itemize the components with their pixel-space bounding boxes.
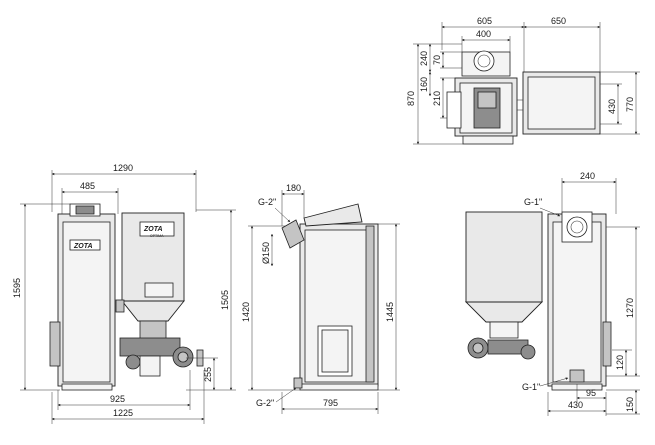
rear-auger-housing [489,321,519,339]
front-fan [125,354,141,370]
side-base [299,383,379,391]
front-flue-inner [75,205,95,215]
dim-485: 485 [80,181,95,191]
rear-flue-circle [566,216,588,238]
dim-795: 795 [323,398,338,408]
front-burner-box [139,355,161,377]
dim-95: 95 [586,388,596,398]
front-logo: ZOTA [73,243,93,250]
dim-400: 400 [476,29,491,39]
top-view: 605 650 400 870 240 70 160 210 770 [406,16,640,145]
front-hopper-funnel [121,300,185,322]
rear-side-door [602,321,612,367]
top-burner-window [477,91,497,109]
rear-hopper-top [465,211,543,303]
dim-180: 180 [286,183,301,193]
dim-430-top: 430 [607,99,617,114]
dim-1290: 1290 [113,163,133,173]
rear-hopper-funnel [464,301,544,323]
front-logo-plate [69,239,101,251]
top-hopper-inner [527,76,596,130]
top-base [462,135,514,145]
dim-240-rear: 240 [580,171,595,181]
dim-1420: 1420 [241,302,251,322]
dim-1270: 1270 [625,298,635,318]
rear-return-pipe [569,369,585,383]
dim-430-rear: 430 [568,400,583,410]
rear-boiler-panel [552,221,602,383]
front-side-door [49,321,61,367]
dim-240: 240 [419,51,429,66]
dim-1595: 1595 [12,278,22,298]
top-side-panel [446,91,462,129]
front-hopper-window [144,282,174,298]
front-base [61,383,113,391]
side-rear-strip [365,225,375,383]
dim-605: 605 [477,16,492,26]
dim-650: 650 [551,16,566,26]
front-hopper-model: OPTIMA [150,234,164,238]
dim-1225: 1225 [113,408,133,418]
top-flue-circle [473,50,495,72]
side-g2-top: G-2" [258,197,276,207]
front-view: ZOTA ZOTA OPTIMA 1290 485 1595 [12,163,236,424]
side-g2-bottom: G-2" [256,398,274,408]
side-hopper-lid [303,203,363,227]
side-lower-pipe [293,377,303,389]
dim-1505: 1505 [220,290,230,310]
dim-210: 210 [432,91,442,106]
front-hopper-logo-plate [139,221,175,237]
dim-160: 160 [419,77,429,92]
rear-g1-top: G-1" [524,197,542,207]
top-flue-inner [477,54,491,68]
dim-150-rear: 150 [625,397,635,412]
side-view: G-2" G-2" 180 Ø150 1420 1445 795 [241,183,400,414]
rear-g1-bottom: G-1" [522,382,540,392]
dim-870: 870 [406,91,416,106]
rear-view: G-1" G-1" 240 1270 120 95 430 150 [464,171,640,416]
dim-1445: 1445 [385,302,395,322]
front-auger-tube [119,337,181,357]
dim-770: 770 [625,97,635,112]
front-hopper-bracket [115,299,125,313]
dim-925: 925 [110,394,125,404]
dim-255: 255 [203,367,213,382]
front-hopper-logo: ZOTA [143,226,163,233]
dim-120: 120 [615,355,625,370]
dim-70: 70 [432,55,442,65]
dim-o150: Ø150 [261,242,271,264]
side-flue [281,219,305,249]
